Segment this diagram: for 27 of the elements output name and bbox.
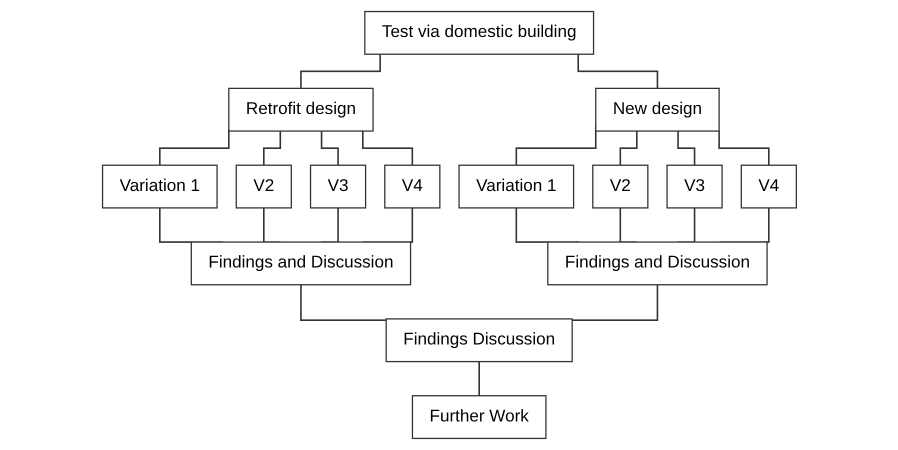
connector [262, 131, 281, 166]
node-box: Findings Discussion [385, 318, 572, 362]
connector [320, 131, 338, 166]
connector [300, 54, 380, 90]
node-box: Findings and Discussion [190, 241, 411, 286]
node-box: V3 [666, 164, 722, 209]
connector [572, 284, 658, 322]
connector [718, 131, 770, 166]
node-box: Retrofit design [228, 88, 374, 132]
node-box: V3 [309, 164, 366, 209]
node-box: Variation 1 [458, 164, 574, 209]
node-box: V2 [235, 164, 292, 209]
connector [619, 131, 638, 166]
node-box: V4 [740, 164, 797, 209]
node-box: Variation 1 [101, 164, 218, 209]
connector [576, 54, 658, 90]
node-box: Further Work [411, 395, 546, 440]
connector [676, 131, 695, 166]
connector [300, 284, 386, 322]
connector [362, 131, 413, 166]
node-box: V4 [384, 164, 440, 209]
node-box: New design [594, 88, 720, 132]
node-box: V2 [592, 164, 648, 209]
node-box: Test via domestic building [364, 10, 594, 55]
node-box: Findings and Discussion [546, 241, 768, 286]
connector [478, 362, 480, 397]
connector [158, 129, 230, 166]
